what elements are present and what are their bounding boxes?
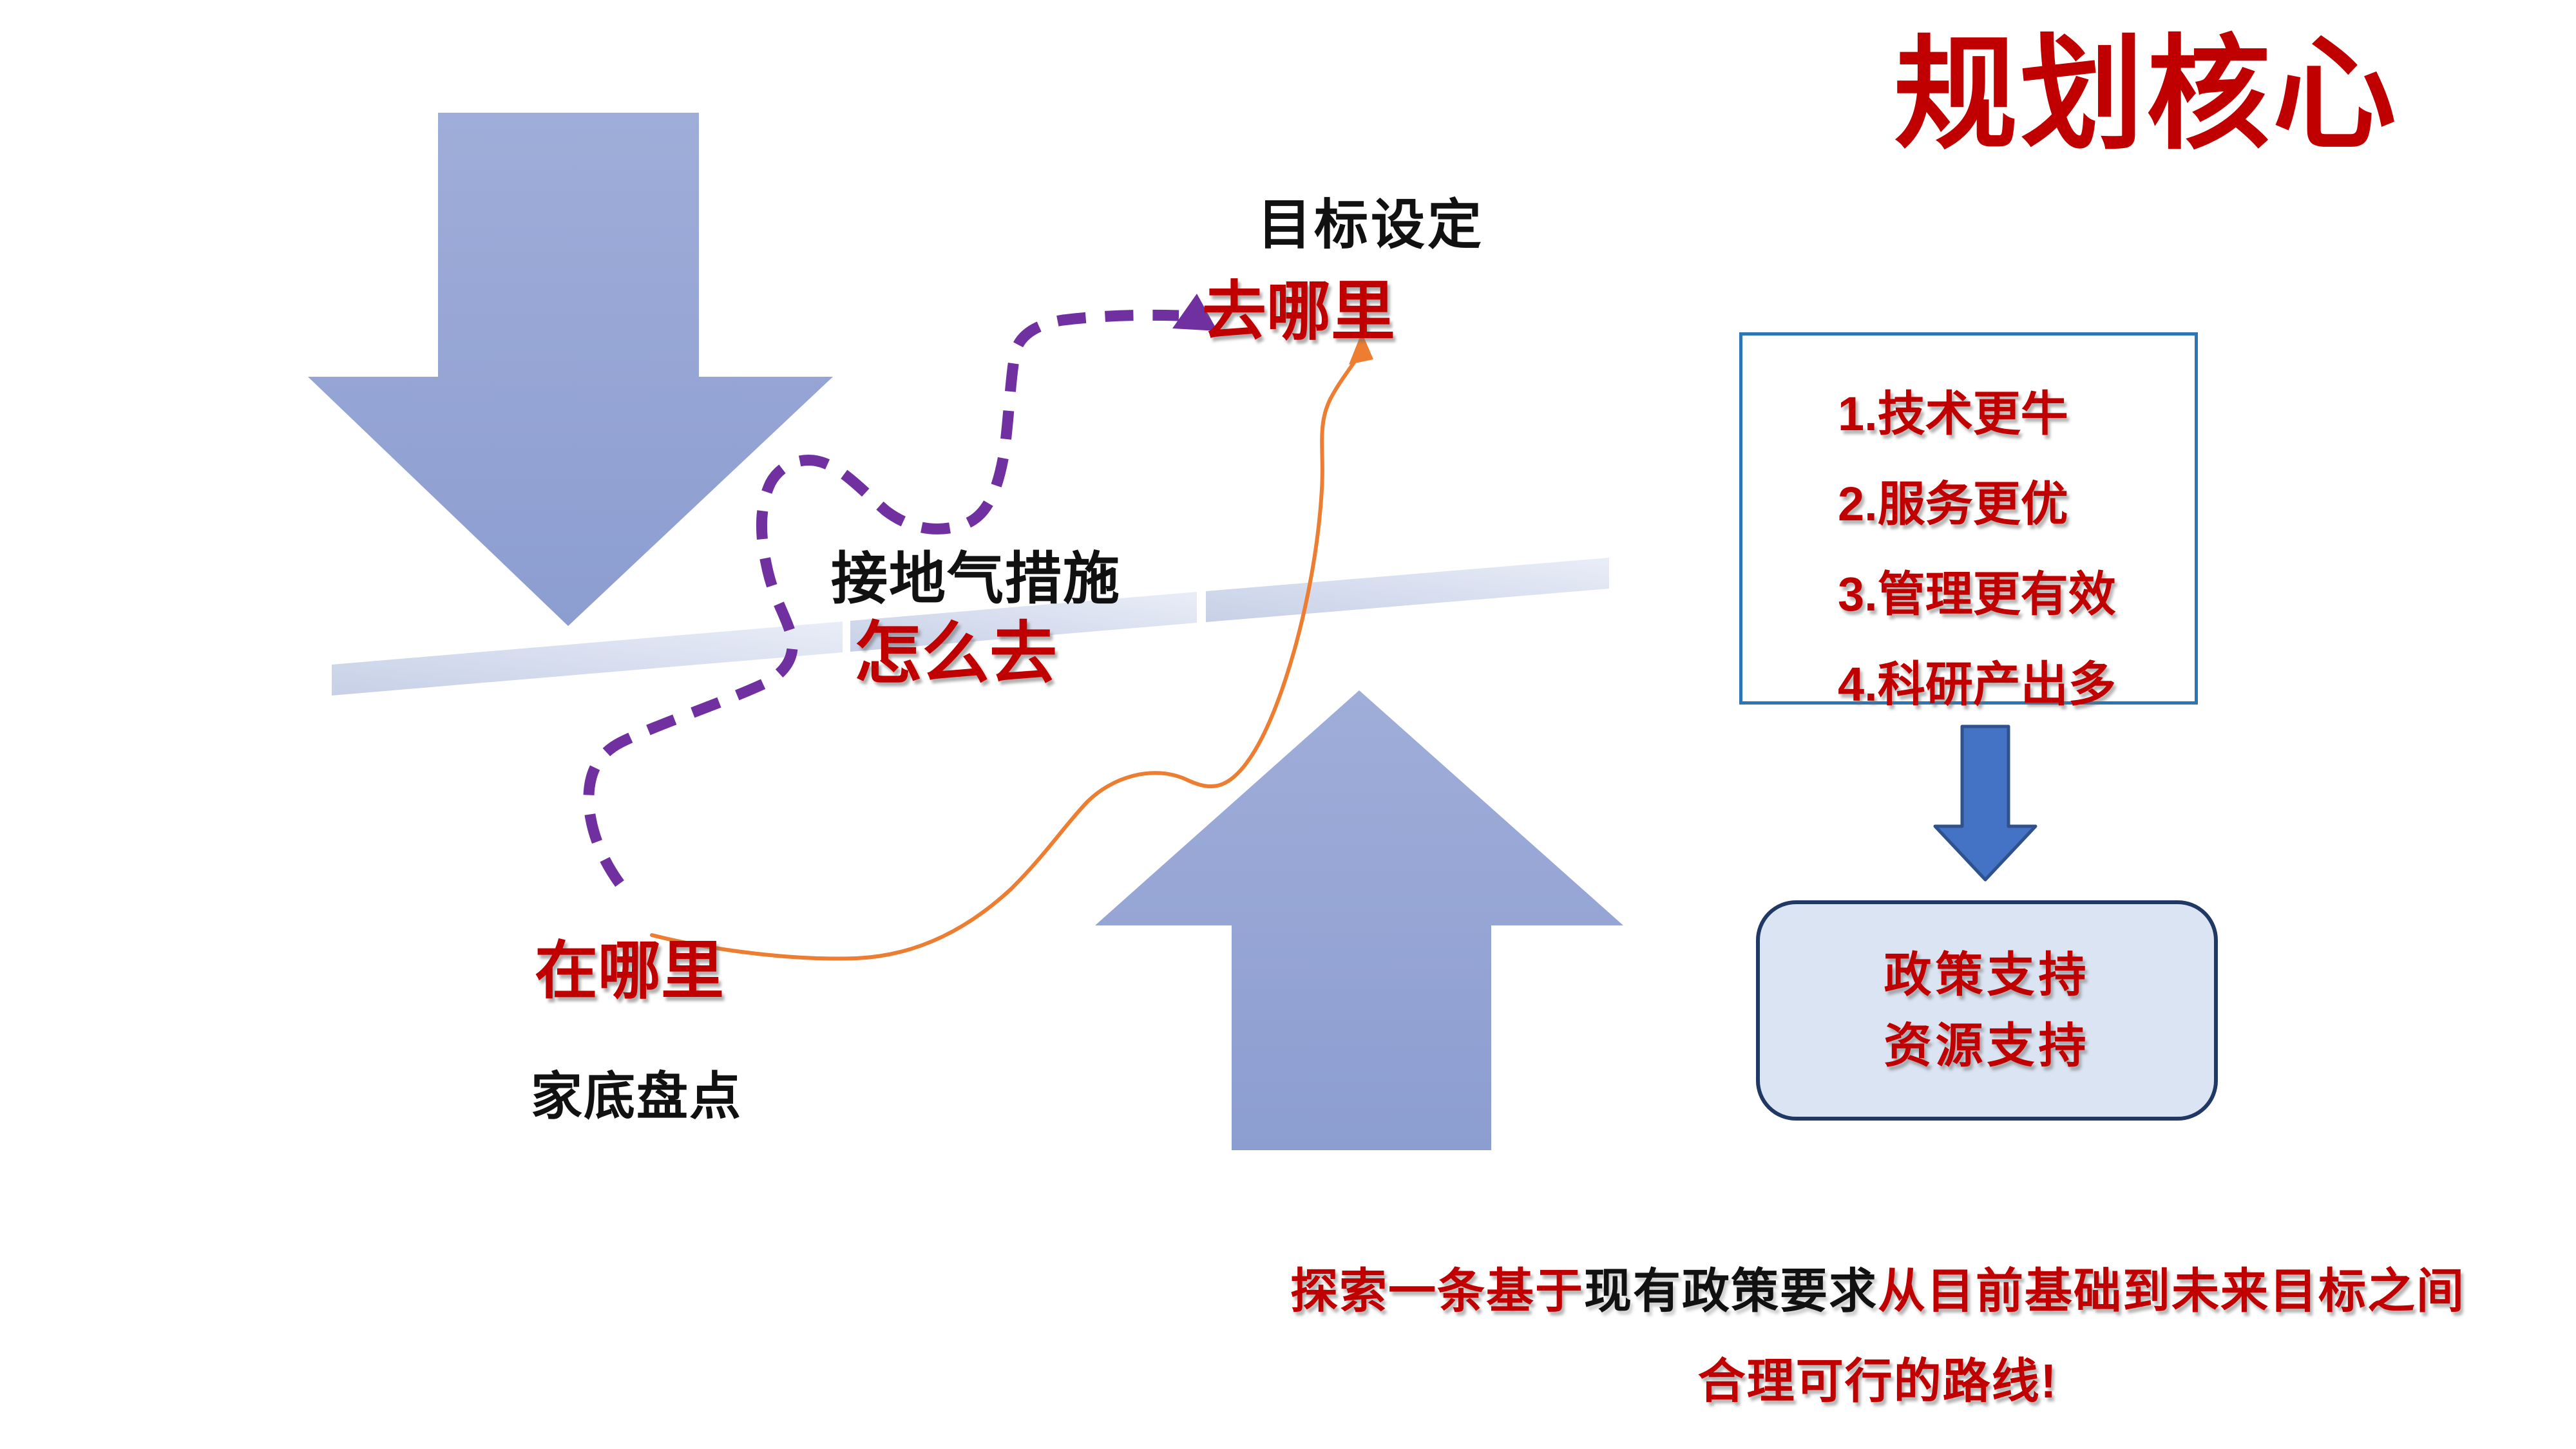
how-to-go-label: 怎么去 <box>854 616 1058 692</box>
orange-route <box>650 352 1361 961</box>
footer-seg-1: 探索一条基于 <box>1290 1264 1584 1318</box>
support-box: 政策支持 资源支持 <box>1756 900 2218 1121</box>
orange-route-arrowhead-icon <box>1349 332 1373 365</box>
purple-route-arrowhead-icon <box>1172 294 1217 331</box>
slide-title: 规划核心 <box>1894 27 2399 164</box>
footer-statement: 探索一条基于现有政策要求从目前基础到未来目标之间 合理可行的路线! <box>1256 1267 2499 1405</box>
footer-seg-2: 现有政策要求 <box>1584 1264 1878 1318</box>
goals-list-box: 1.技术更牛 2.服务更优 3.管理更有效 4.科研产出多 <box>1739 332 2198 711</box>
timeline-bar-segment-middle <box>850 592 1197 652</box>
footer-seg-3: 从目前基础到未来目标之间 <box>1878 1264 2465 1318</box>
footer-line-1: 探索一条基于现有政策要求从目前基础到未来目标之间 <box>1256 1267 2499 1315</box>
goal-item-1: 1.技术更牛 <box>1838 387 2068 440</box>
policy-support-label: 政策支持 <box>1884 948 2090 1001</box>
where-to-go-label: 去哪里 <box>1202 276 1395 348</box>
down-block-arrow <box>308 113 833 626</box>
goal-setting-caption: 目标设定 <box>1257 196 1485 256</box>
footer-line-2: 合理可行的路线! <box>1697 1354 2058 1408</box>
goal-item-2: 2.服务更优 <box>1838 477 2068 531</box>
goal-item-3: 3.管理更有效 <box>1838 567 2116 621</box>
timeline-bar-segment-right <box>1206 558 1609 622</box>
resource-support-label: 资源支持 <box>1884 1019 2090 1072</box>
up-block-arrow <box>1095 690 1623 1150</box>
connector-down-arrow-icon <box>1933 724 2037 882</box>
asset-inventory-caption: 家底盘点 <box>531 1069 742 1126</box>
goal-item-4: 4.科研产出多 <box>1838 658 2116 711</box>
where-are-we-label: 在哪里 <box>535 935 725 1006</box>
timeline-bar-segment-left <box>332 621 843 696</box>
practical-measures-caption: 接地气措施 <box>831 549 1121 611</box>
